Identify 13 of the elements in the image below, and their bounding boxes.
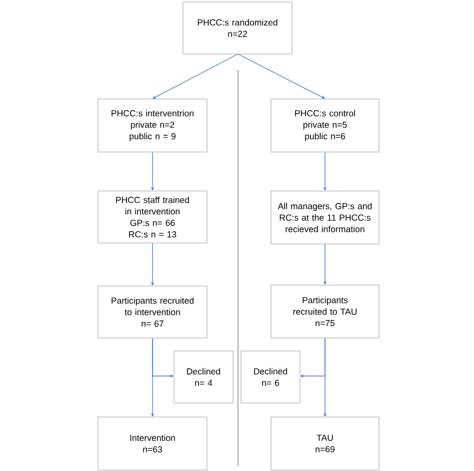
flow-box: Intervention n=63 <box>98 416 208 470</box>
arrow <box>238 54 325 99</box>
arrow <box>152 54 238 99</box>
flow-box: PHCC:s control private n=5 public n=6 <box>270 98 380 152</box>
flow-box: Participants recruited to TAU n=75 <box>270 284 380 338</box>
flow-box: Declined n= 6 <box>240 350 300 404</box>
flow-box: Participants recruited to intervention n= 67 <box>98 286 208 338</box>
flow-box: Declined n= 4 <box>174 350 234 404</box>
flow-box: PHCC staff trained in intervention GP:s n= 66 RC:s n = 13 <box>98 190 208 244</box>
flow-box: PHCC:s randomized n=22 <box>182 2 292 54</box>
flow-box: PHCC:s interventrion private n=2 public n = 9 <box>98 98 208 152</box>
flow-box: All managers, GP:s and RC:s at the 11 PHCC:s recieved information <box>270 190 380 244</box>
flow-box: TAU n=69 <box>270 416 380 470</box>
